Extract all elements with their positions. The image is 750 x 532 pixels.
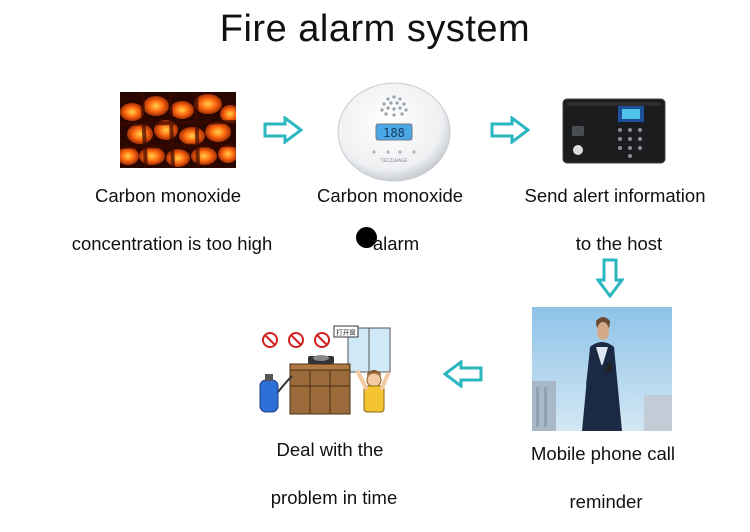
step5-label-line2: problem in time — [270, 487, 398, 508]
co-detector-image: 188 TECZLBAGE — [336, 80, 452, 182]
alarm-host-image — [562, 98, 666, 164]
lcd-readout: 188 — [383, 126, 405, 140]
burning-coals-image — [120, 92, 236, 168]
arrow-right-icon — [490, 116, 530, 144]
step3-label-line2: to the host — [575, 233, 663, 254]
step5-label-line1: Deal with the — [276, 439, 384, 460]
step4-label-line2: reminder — [569, 491, 643, 512]
kitchen-safety-illustration: 打开窗 — [256, 322, 394, 418]
arrow-down-icon — [596, 258, 624, 298]
arrow-right-icon — [263, 116, 303, 144]
detector-brand: TECZLBAGE — [380, 158, 408, 164]
page-title: Fire alarm system — [219, 8, 531, 50]
step1-label-line1: Carbon monoxide — [94, 185, 242, 206]
step4-label-line1: Mobile phone call — [531, 443, 675, 464]
step2-label-line1: Carbon monoxide — [316, 185, 464, 206]
step1-label-line2: concentration is too high — [71, 233, 273, 254]
arrow-left-icon — [443, 360, 483, 388]
step2-label-line2: alarm — [372, 233, 420, 254]
step3-label-line1: Send alert information — [524, 185, 706, 206]
man-with-phone-image — [532, 307, 672, 431]
bullet-dot — [356, 227, 377, 248]
open-window-sign: 打开窗 — [336, 328, 356, 337]
